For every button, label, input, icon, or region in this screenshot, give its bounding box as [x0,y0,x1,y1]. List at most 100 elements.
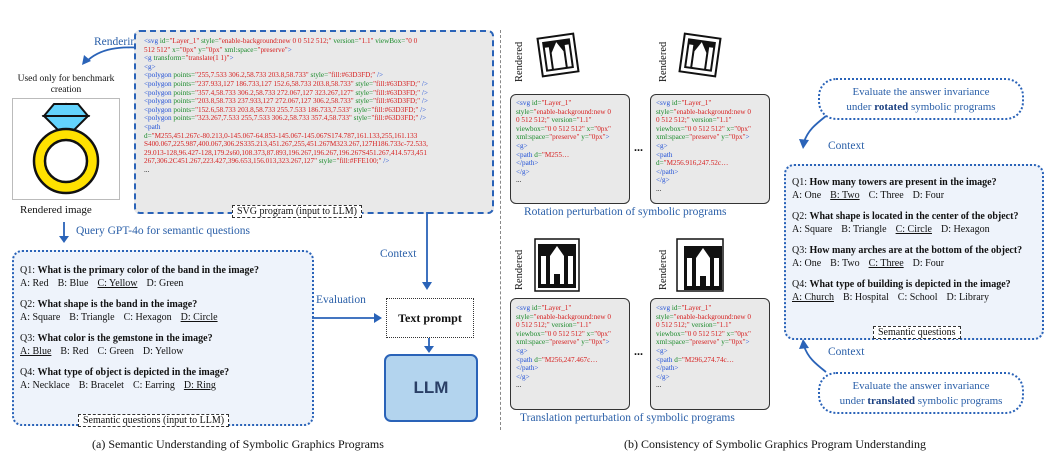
code-line: 29.013-128,96.427-128,179.2s60,108.373,8… [144,148,427,157]
code-line: 512 512" x="0px" y="0px" xml:space="pres… [144,45,292,54]
question-item: Q1: How many towers are present in the i… [792,176,1040,202]
code-line: </g> [656,372,670,381]
question-item: Q3: What color is the gemstone in the im… [20,332,310,358]
option: D: Hexagon [940,224,990,235]
option: A: Square [20,312,61,323]
question-text: Q1: What is the primary color of the ban… [20,265,259,276]
option: C: Three [868,190,904,201]
rot-code-2: <svg id="Layer_1"style="enable-backgroun… [656,99,751,194]
option: D: Four [912,258,945,269]
llm-arrow [424,338,434,353]
code-line: <g> [144,62,156,71]
correct-option: A: Blue [20,346,52,357]
panel-divider [500,30,501,430]
question-item: Q4: What type of building is depicted in… [792,278,1040,304]
svg-program-label: SVG program (input to LLM) [232,205,362,218]
code-line: 0 512 512;" version="1.1" [656,321,732,330]
question-item: Q2: What shape is located in the center … [792,210,1040,236]
context-arrow-left [422,212,432,290]
eval-rotated-line2: under rotated symbolic programs [846,101,996,113]
code-line: <path d="M296,274.74c… [656,355,734,364]
code-line: <g transform="translate(1 1)"> [144,54,234,63]
church-icon-trans-2 [676,238,724,292]
code-line: <polygon points="237.933,127 186.733,127… [144,79,428,88]
trans-ellipsis: ... [634,344,643,358]
code-line: ... [516,176,522,185]
question-text: Q2: What shape is located in the center … [792,211,1019,222]
code-line: <g> [516,346,528,355]
option: C: School [897,292,938,303]
question-text: Q1: How many towers are present in the i… [792,177,997,188]
option: A: One [792,258,822,269]
option: B: Bracelet [78,380,124,391]
code-line: xml:space="preserve" y="0px"> [516,133,610,142]
eval-rotated-line1: Evaluate the answer invariance [852,86,990,98]
option: B: Red [60,346,89,357]
code-line: </g> [516,372,530,381]
rendered-label-trans-2: Rendered [658,249,669,290]
question-text: Q4: What type of building is depicted in… [792,279,1011,290]
code-line: <path d="M255… [516,150,570,159]
llm-label: LLM [413,378,449,397]
code-line: <polygon points="323.267,7.533 255,7.533… [144,114,427,123]
code-line: ... [144,165,150,174]
code-line: <polygon points="255,7.533 306.2,58.733 … [144,71,384,80]
semantic-input-label: Semantic questions (input to LLM) [78,414,230,427]
option: D: Library [946,292,990,303]
question-item: Q4: What type of object is depicted in t… [20,366,310,392]
query-label: Query GPT-4o for semantic questions [76,225,250,237]
option: C: Hexagon [123,312,172,323]
code-line: <polygon points="357.4,58.733 306.2,58.7… [144,88,428,97]
used-only-label: Used only for benchmark creation [17,74,115,95]
code-line: </g> [516,167,530,176]
correct-option: C: Yellow [97,278,138,289]
code-line: <g> [656,141,668,150]
code-line: d="M256.916,247.52c… [656,159,729,168]
code-line: <polygon points="152.6,58.733 203.8,58.7… [144,105,427,114]
option: B: Blue [57,278,89,289]
eval-translated-box: Evaluate the answer invariance under tra… [818,372,1024,414]
question-text: Q3: How many arches are at the bottom of… [792,245,1023,256]
rendering-label: Rendering [94,36,142,48]
eval-translated-line1: Evaluate the answer invariance [852,380,990,392]
correct-option: D: Ring [183,380,216,391]
context-arrow-rot [799,115,827,149]
query-arrow [59,222,69,243]
rot-ellipsis: ... [634,140,643,154]
code-line: </path> [656,167,679,176]
caption-b: (b) Consistency of Symbolic Graphics Pro… [624,437,926,451]
question-text: Q2: What shape is the band in the image? [20,299,198,310]
code-line: 0 512 512;" version="1.1" [516,321,592,330]
option: A: Necklace [20,380,70,391]
evaluation-label: Evaluation [316,294,366,306]
option: A: One [792,190,822,201]
church-icon-rot-2 [678,32,722,78]
code-line: 267,306.2C451.267,223.427,396.653,156.01… [144,157,390,166]
code-line: ... [656,381,662,390]
code-line: viewbox="0 0 512 512" x="0px" [516,329,611,338]
context-label-trans: Context [828,346,865,358]
code-line: ... [656,184,662,193]
trans-code-box-2 [650,298,770,410]
question-item: Q2: What shape is the band in the image?… [20,298,310,324]
option: D: Four [912,190,945,201]
code-line: </path> [516,364,539,373]
code-line: d="M255,451.267c-80.213,0-145.067-64.853… [144,131,418,140]
code-line: xml:space="preserve" y="0px"> [656,338,750,347]
rot-code-1: <svg id="Layer_1"style="enable-backgroun… [516,99,611,185]
code-line: style="enable-background:new 0 [516,312,612,321]
trans-code-1: <svg id="Layer_1"style="enable-backgroun… [516,304,611,390]
option: D: Yellow [142,346,184,357]
translation-caption: Translation perturbation of symbolic pro… [520,412,735,424]
text-prompt-box: Text prompt [386,298,474,338]
rot-code-box-1 [510,94,630,204]
rendered-label-rot-1: Rendered [514,41,525,82]
code-line: </path> [656,364,679,373]
code-line: <svg id="Layer_1" [516,99,572,107]
correct-option: B: Two [830,190,860,201]
